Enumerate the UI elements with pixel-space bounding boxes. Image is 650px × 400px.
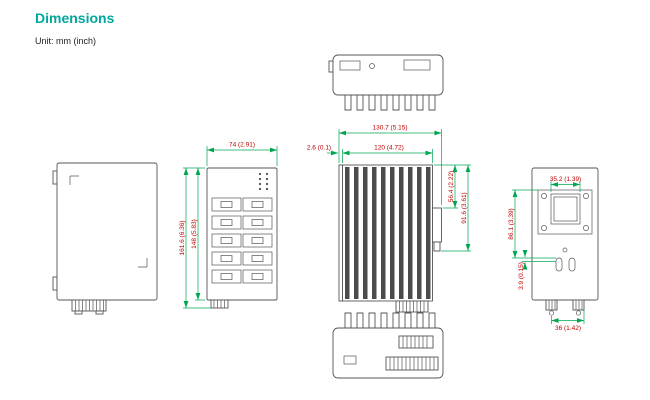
dim-depth-overall: 130.7 (5.15) [372,125,407,132]
led-indicators [258,172,269,191]
dims-side: 130.7 (5.15) 120 (4.72) 2.6 (0.1) 56.4 (… [307,125,471,252]
dim-din-clip-top: 56.4 (2.22) [448,171,455,202]
dim-rear-slot-width: 35.2 (1.39) [550,176,581,183]
view-rear [531,167,599,316]
din-rail-clip [432,207,442,243]
dim-rear-connector-span: 36 (1.42) [555,325,581,332]
dims-rear: 35.2 (1.39) 86.1 (3.39) 3.9 (0.15) 36 (1… [508,176,585,332]
view-top [328,54,444,111]
dim-rear-small-gap: 3.9 (0.15) [518,262,525,290]
view-side-fins [338,164,442,313]
dims-front: 74 (2.91) 161.6 (6.36) 148 (5.83) [179,142,278,309]
dim-height-overall: 161.6 (6.36) [179,220,186,255]
dim-din-clip-bottom: 91.6 (3.61) [461,192,468,223]
dim-front-plate: 2.6 (0.1) [307,145,331,152]
din-slot [550,193,581,225]
page-title: Dimensions [35,10,115,26]
dim-height-body: 148 (5.83) [191,219,198,249]
unit-note: Unit: mm (inch) [35,36,97,46]
heatsink-fins [345,167,431,299]
dim-rear-plate-height: 86.1 (3.39) [508,208,515,239]
dim-depth-body: 120 (4.72) [374,145,404,152]
din-mount-plate [537,189,593,235]
dim-front-width: 74 (2.91) [229,142,255,149]
view-front [206,167,278,309]
view-left-side [52,162,158,315]
view-bottom [332,312,444,379]
